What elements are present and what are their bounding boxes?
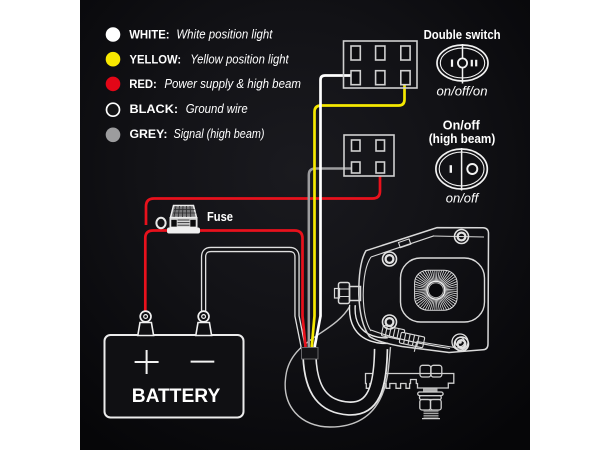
svg-text:BLACK:: BLACK: xyxy=(130,102,179,116)
svg-text:Signal (high beam): Signal (high beam) xyxy=(174,127,265,141)
svg-text:Double switch: Double switch xyxy=(424,27,501,42)
svg-text:YELLOW:: YELLOW: xyxy=(130,52,182,66)
svg-text:On/off: On/off xyxy=(443,117,481,132)
svg-text:Ground wire: Ground wire xyxy=(186,102,248,116)
svg-text:BATTERY: BATTERY xyxy=(132,386,221,407)
svg-text:on/off/on: on/off/on xyxy=(437,84,488,99)
svg-text:on/off: on/off xyxy=(446,190,480,205)
svg-text:Yellow position light: Yellow position light xyxy=(190,52,289,66)
svg-text:RED:: RED: xyxy=(129,77,157,91)
svg-text:White position light: White position light xyxy=(176,28,272,42)
svg-text:(high beam): (high beam) xyxy=(429,131,496,146)
svg-text:Power supply & high beam: Power supply & high beam xyxy=(164,77,301,91)
svg-text:WHITE:: WHITE: xyxy=(129,28,169,42)
svg-text:GREY:: GREY: xyxy=(130,127,168,141)
svg-text:Fuse: Fuse xyxy=(207,209,233,224)
